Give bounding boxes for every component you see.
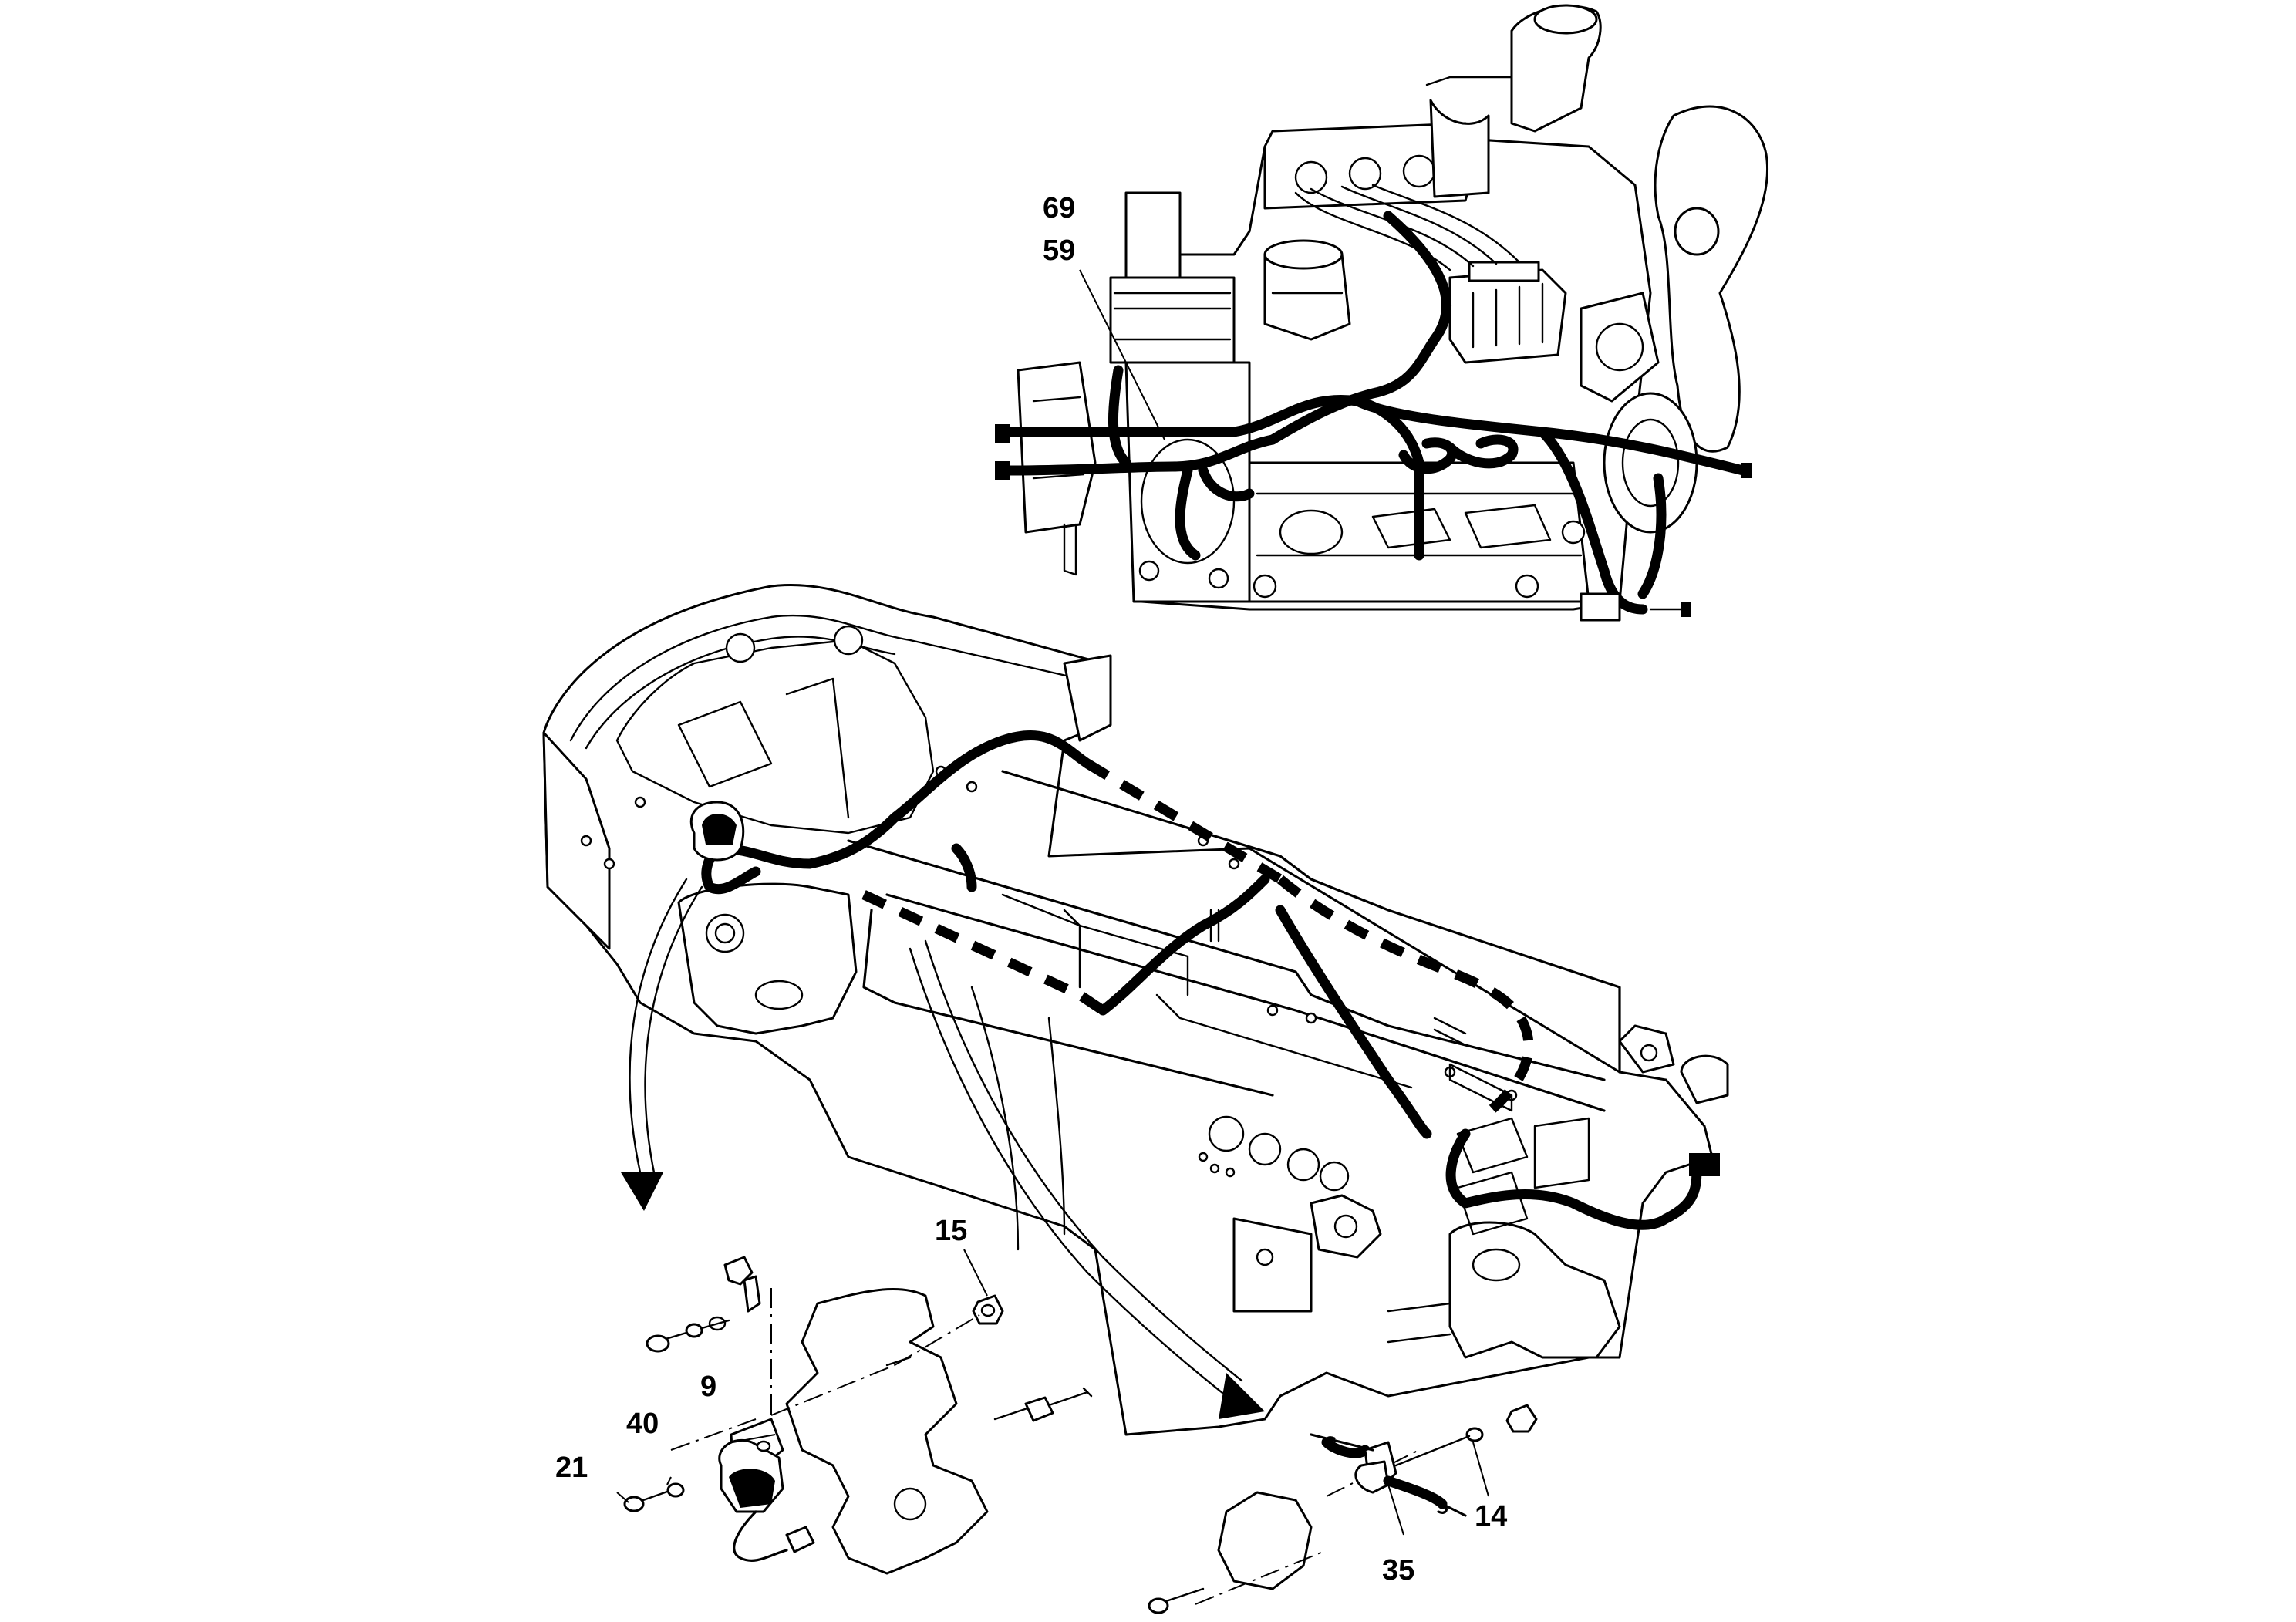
engine-leaders — [616, 269, 1165, 1503]
callout-9: 9 — [700, 1371, 716, 1403]
sensor-detail-right — [1148, 1404, 1538, 1614]
engine-assembly — [995, 4, 1768, 622]
chassis-frame — [542, 583, 1729, 1436]
callout-15: 15 — [935, 1215, 967, 1247]
callout-69: 69 — [1043, 192, 1075, 224]
callout-21: 21 — [555, 1452, 588, 1484]
callout-labels: 69 59 15 9 40 21 14 35 — [555, 192, 1507, 1587]
callout-59: 59 — [1043, 234, 1075, 267]
callout-35: 35 — [1382, 1554, 1414, 1587]
callout-14: 14 — [1475, 1500, 1507, 1533]
detail-arrows — [621, 878, 1265, 1419]
callout-40: 40 — [626, 1408, 659, 1440]
sensor-detail-left — [623, 1249, 1093, 1575]
